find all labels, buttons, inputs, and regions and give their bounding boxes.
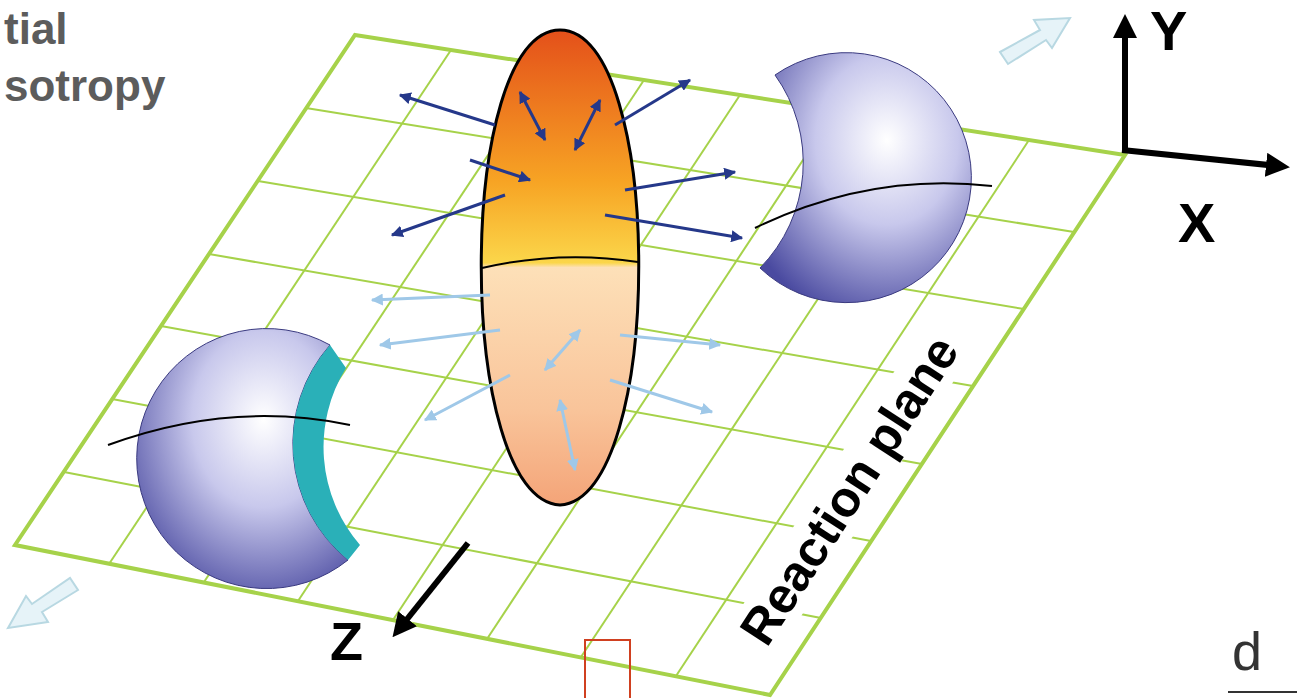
axis-label: Y [1150, 0, 1187, 62]
plane-label: Reaction plane [727, 321, 973, 659]
axis-label: X [1178, 192, 1215, 254]
nucleus-cut [293, 345, 360, 560]
slide-title: tial sotropy [4, 0, 209, 114]
formula-fragment: d [1232, 622, 1262, 681]
marker-box [585, 640, 630, 698]
overlap-zone [481, 30, 639, 505]
fraction-line [1228, 691, 1297, 693]
flow-arrows [372, 295, 720, 470]
motion-arrow [1000, 18, 1070, 64]
nucleus [760, 53, 971, 303]
axis-label: Z [330, 612, 363, 671]
motion-arrow [8, 578, 78, 628]
flow-arrows [392, 80, 742, 238]
